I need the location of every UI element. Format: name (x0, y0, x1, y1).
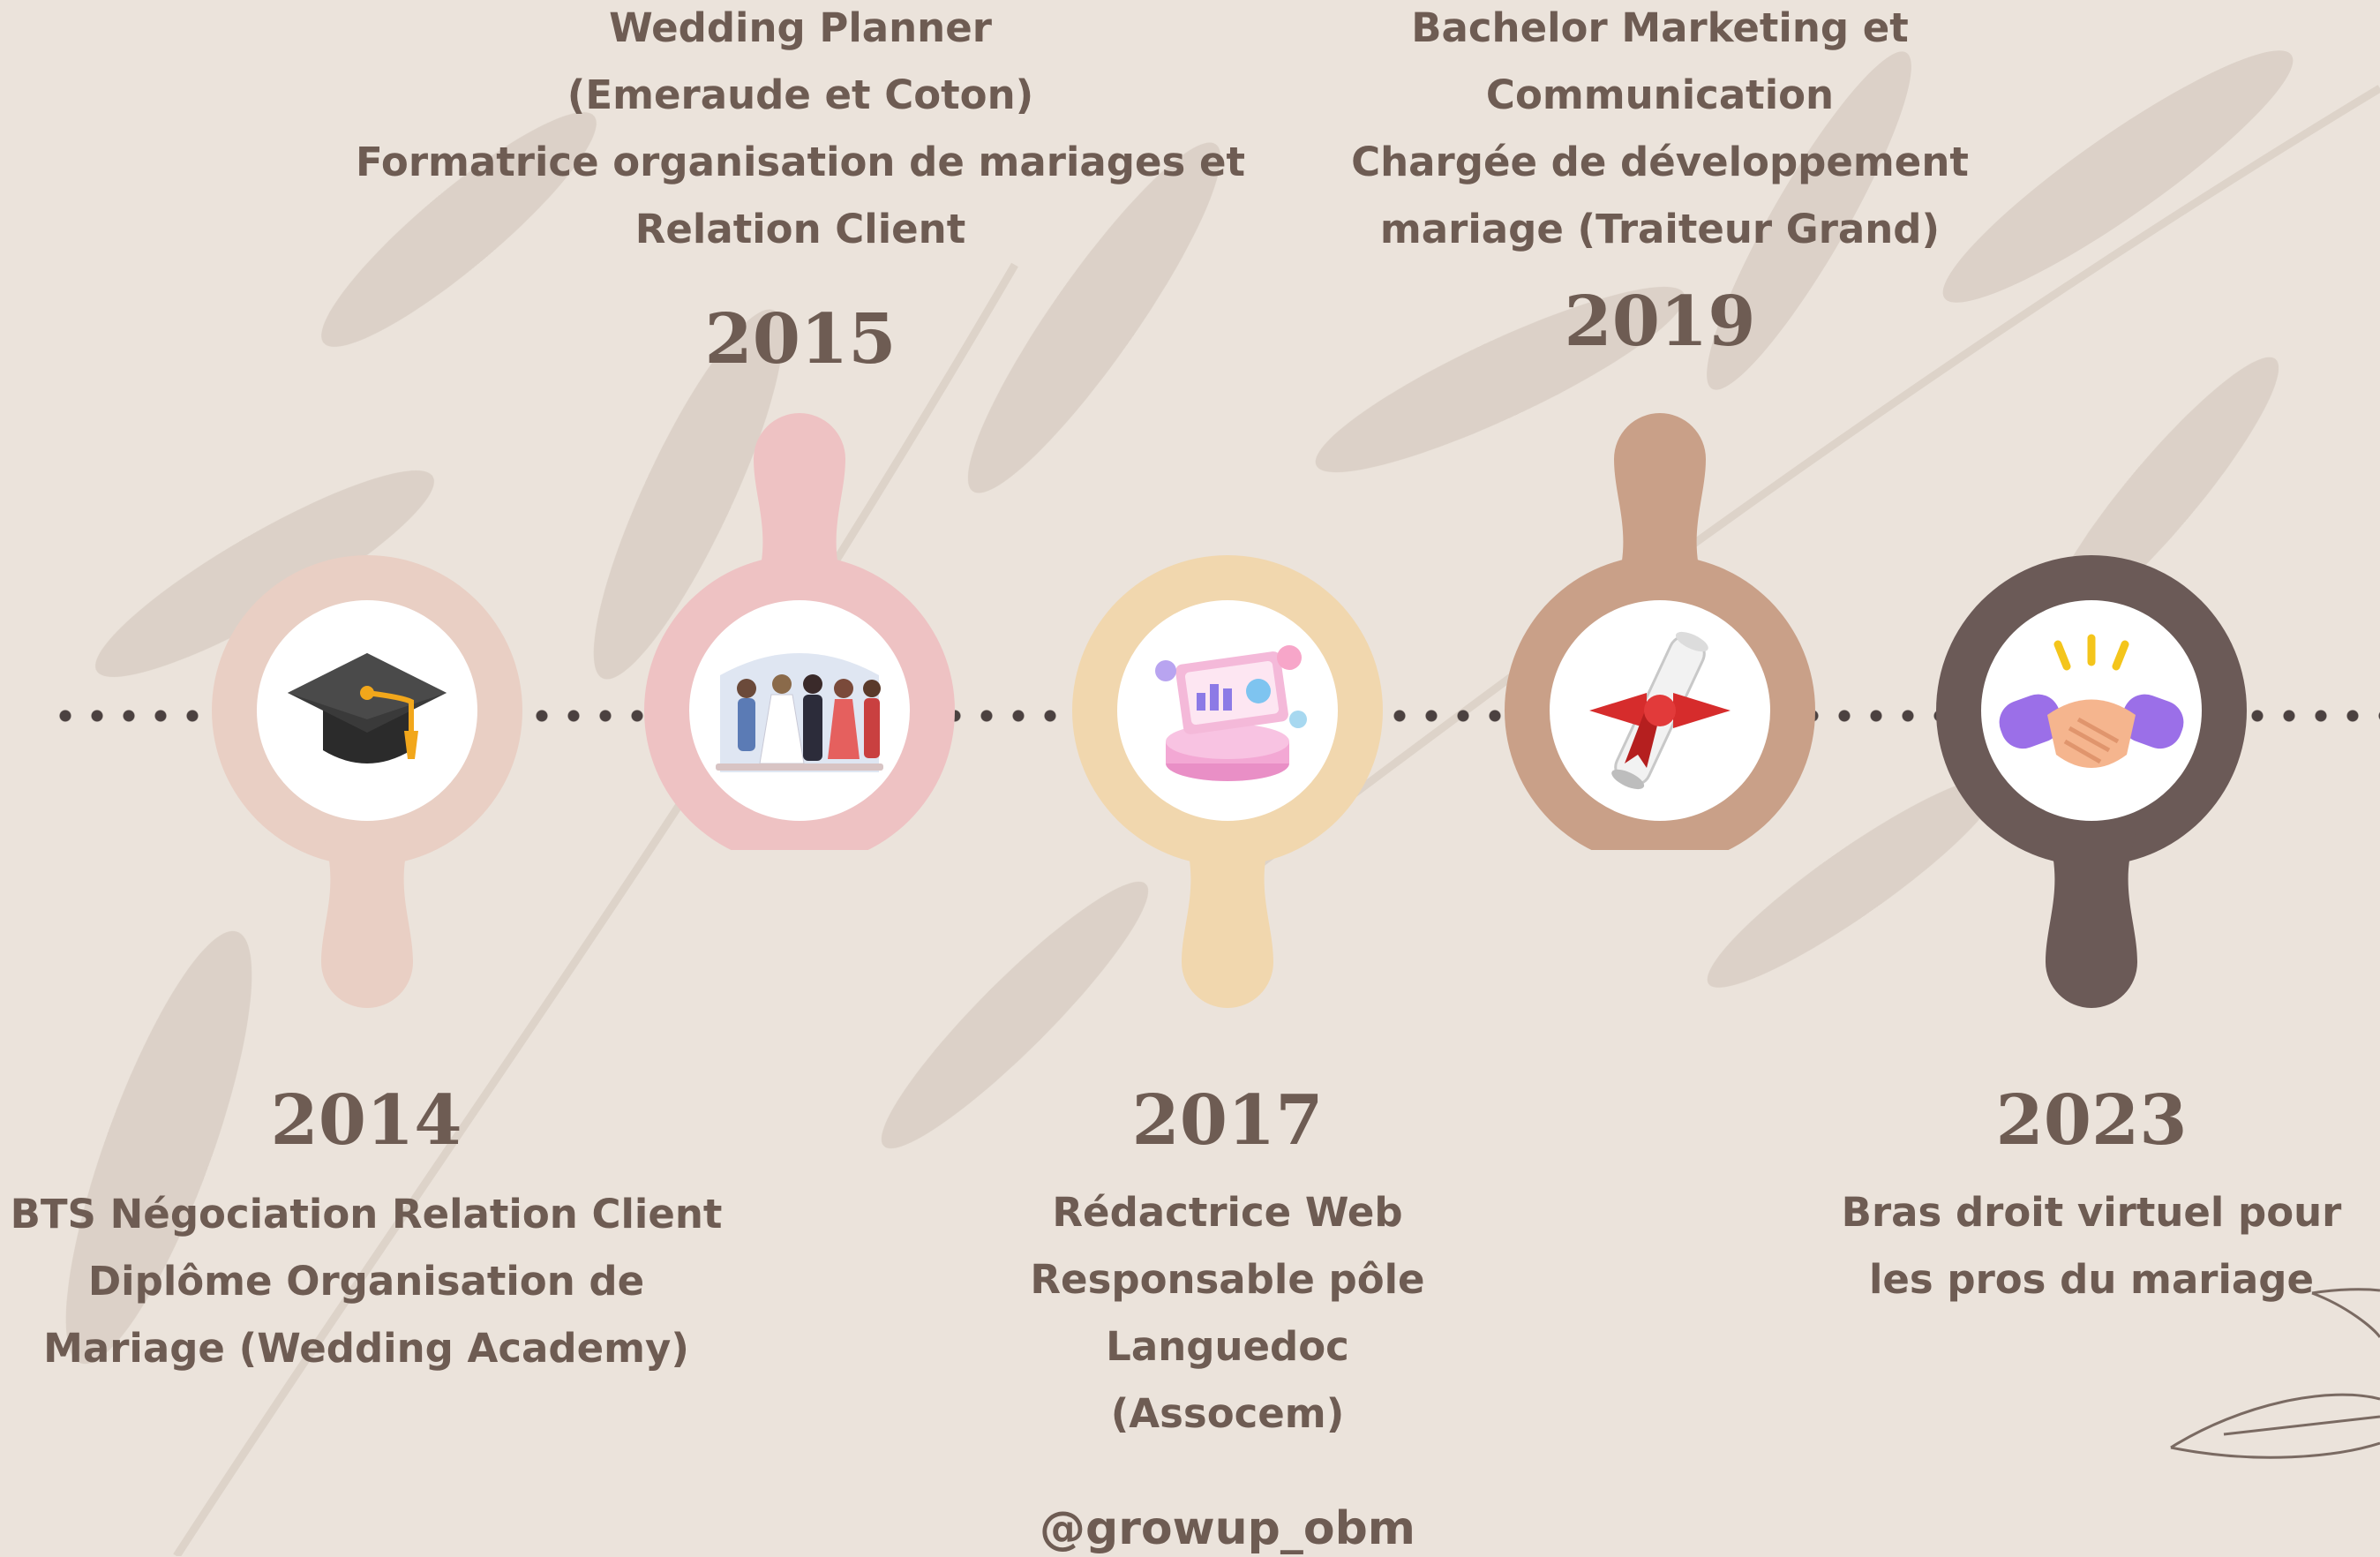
milestone-2014-year: 2014 (270, 1080, 462, 1161)
milestone-2019-icon-wrap (1550, 600, 1770, 821)
milestone-2014-line-3: Mariage (Wedding Academy) (43, 1325, 689, 1372)
milestone-2023-line-1: Bras droit virtuel pour (1841, 1189, 2342, 1236)
milestone-2023-year: 2023 (1995, 1080, 2188, 1161)
milestone-2017-text: Rédactrice Web Responsable pôle Languedo… (875, 1179, 1580, 1448)
milestone-2014-line-1: BTS Négociation Relation Client (10, 1191, 723, 1237)
milestone-2023-text: Bras droit virtuel pour les pros du mari… (1738, 1179, 2380, 1313)
graduation-cap-icon (288, 653, 447, 763)
milestone-2019-year: 2019 (1564, 282, 1756, 362)
milestone-2014-line-2: Diplôme Organisation de (87, 1258, 645, 1305)
milestone-2014-icon-wrap (257, 600, 477, 821)
milestone-2014-text: BTS Négociation Relation Client Diplôme … (0, 1181, 732, 1382)
milestone-2019-text: Bachelor Marketing et Communication Char… (1130, 0, 2189, 263)
milestone-2015-line-3: Formatrice organisation de mariages et (356, 139, 1245, 185)
milestone-2015-line-4: Relation Client (634, 206, 966, 252)
milestone-2015-line-1: Wedding Planner (609, 4, 992, 51)
milestone-2015-year: 2015 (704, 299, 897, 380)
wedding-party-icon (716, 653, 883, 772)
milestone-2019-line-1: Bachelor Marketing et (1411, 4, 1909, 51)
milestone-2017-line-2: Responsable pôle (1030, 1256, 1425, 1303)
milestone-2017-line-4: (Assocem) (1110, 1390, 1345, 1437)
web-dashboard-icon (1155, 645, 1307, 781)
milestone-2019-line-2: Communication (1485, 71, 1835, 118)
milestone-2019-line-3: Chargée de développement (1351, 139, 1969, 185)
milestone-2017-line-3: Languedoc (1106, 1323, 1349, 1370)
leaf-outline-decoration (2170, 1288, 2380, 1459)
social-handle[interactable]: @growup_obm (1039, 1502, 1415, 1555)
milestone-2015-text: Wedding Planner (Emeraude et Coton) Form… (271, 0, 1330, 263)
milestone-2017-year: 2017 (1131, 1080, 1324, 1161)
milestone-2023-icon-wrap (1981, 600, 2202, 821)
milestone-2017-line-1: Rédactrice Web (1052, 1189, 1403, 1236)
handshake-icon (1999, 634, 2184, 768)
milestone-2015-line-2: (Emeraude et Coton) (567, 71, 1034, 118)
milestone-2017-icon-wrap (1117, 600, 1338, 821)
milestone-2019-line-4: mariage (Traiteur Grand) (1379, 206, 1941, 252)
milestone-2015-icon-wrap (689, 600, 910, 821)
diploma-scroll-icon (1589, 631, 1731, 790)
milestone-2023-line-2: les pros du mariage (1868, 1256, 2315, 1303)
